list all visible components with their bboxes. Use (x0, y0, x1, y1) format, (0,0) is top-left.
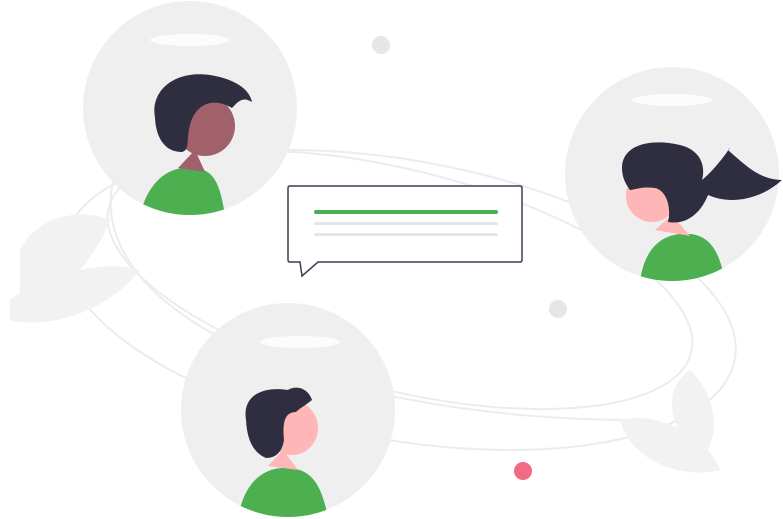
hair (622, 142, 782, 223)
chat-line-2 (314, 233, 498, 236)
leaf-right (620, 370, 720, 473)
grey-dot-middle (549, 300, 567, 318)
avatar-top-left (83, 1, 297, 215)
chat-line-1 (314, 222, 498, 225)
shirt (238, 467, 328, 517)
avatar-right (565, 67, 782, 281)
shirt (140, 167, 225, 215)
pink-dot (514, 462, 532, 480)
hair (154, 74, 252, 152)
avatar-bottom (181, 303, 395, 517)
neck (268, 450, 298, 470)
shirt (640, 233, 725, 281)
hair (245, 387, 312, 458)
leaf-left (10, 214, 140, 323)
chat-bubble (287, 185, 523, 278)
chat-line-accent (314, 210, 498, 214)
grey-dot-top (372, 36, 390, 54)
neck (655, 215, 690, 236)
neck (178, 150, 205, 172)
